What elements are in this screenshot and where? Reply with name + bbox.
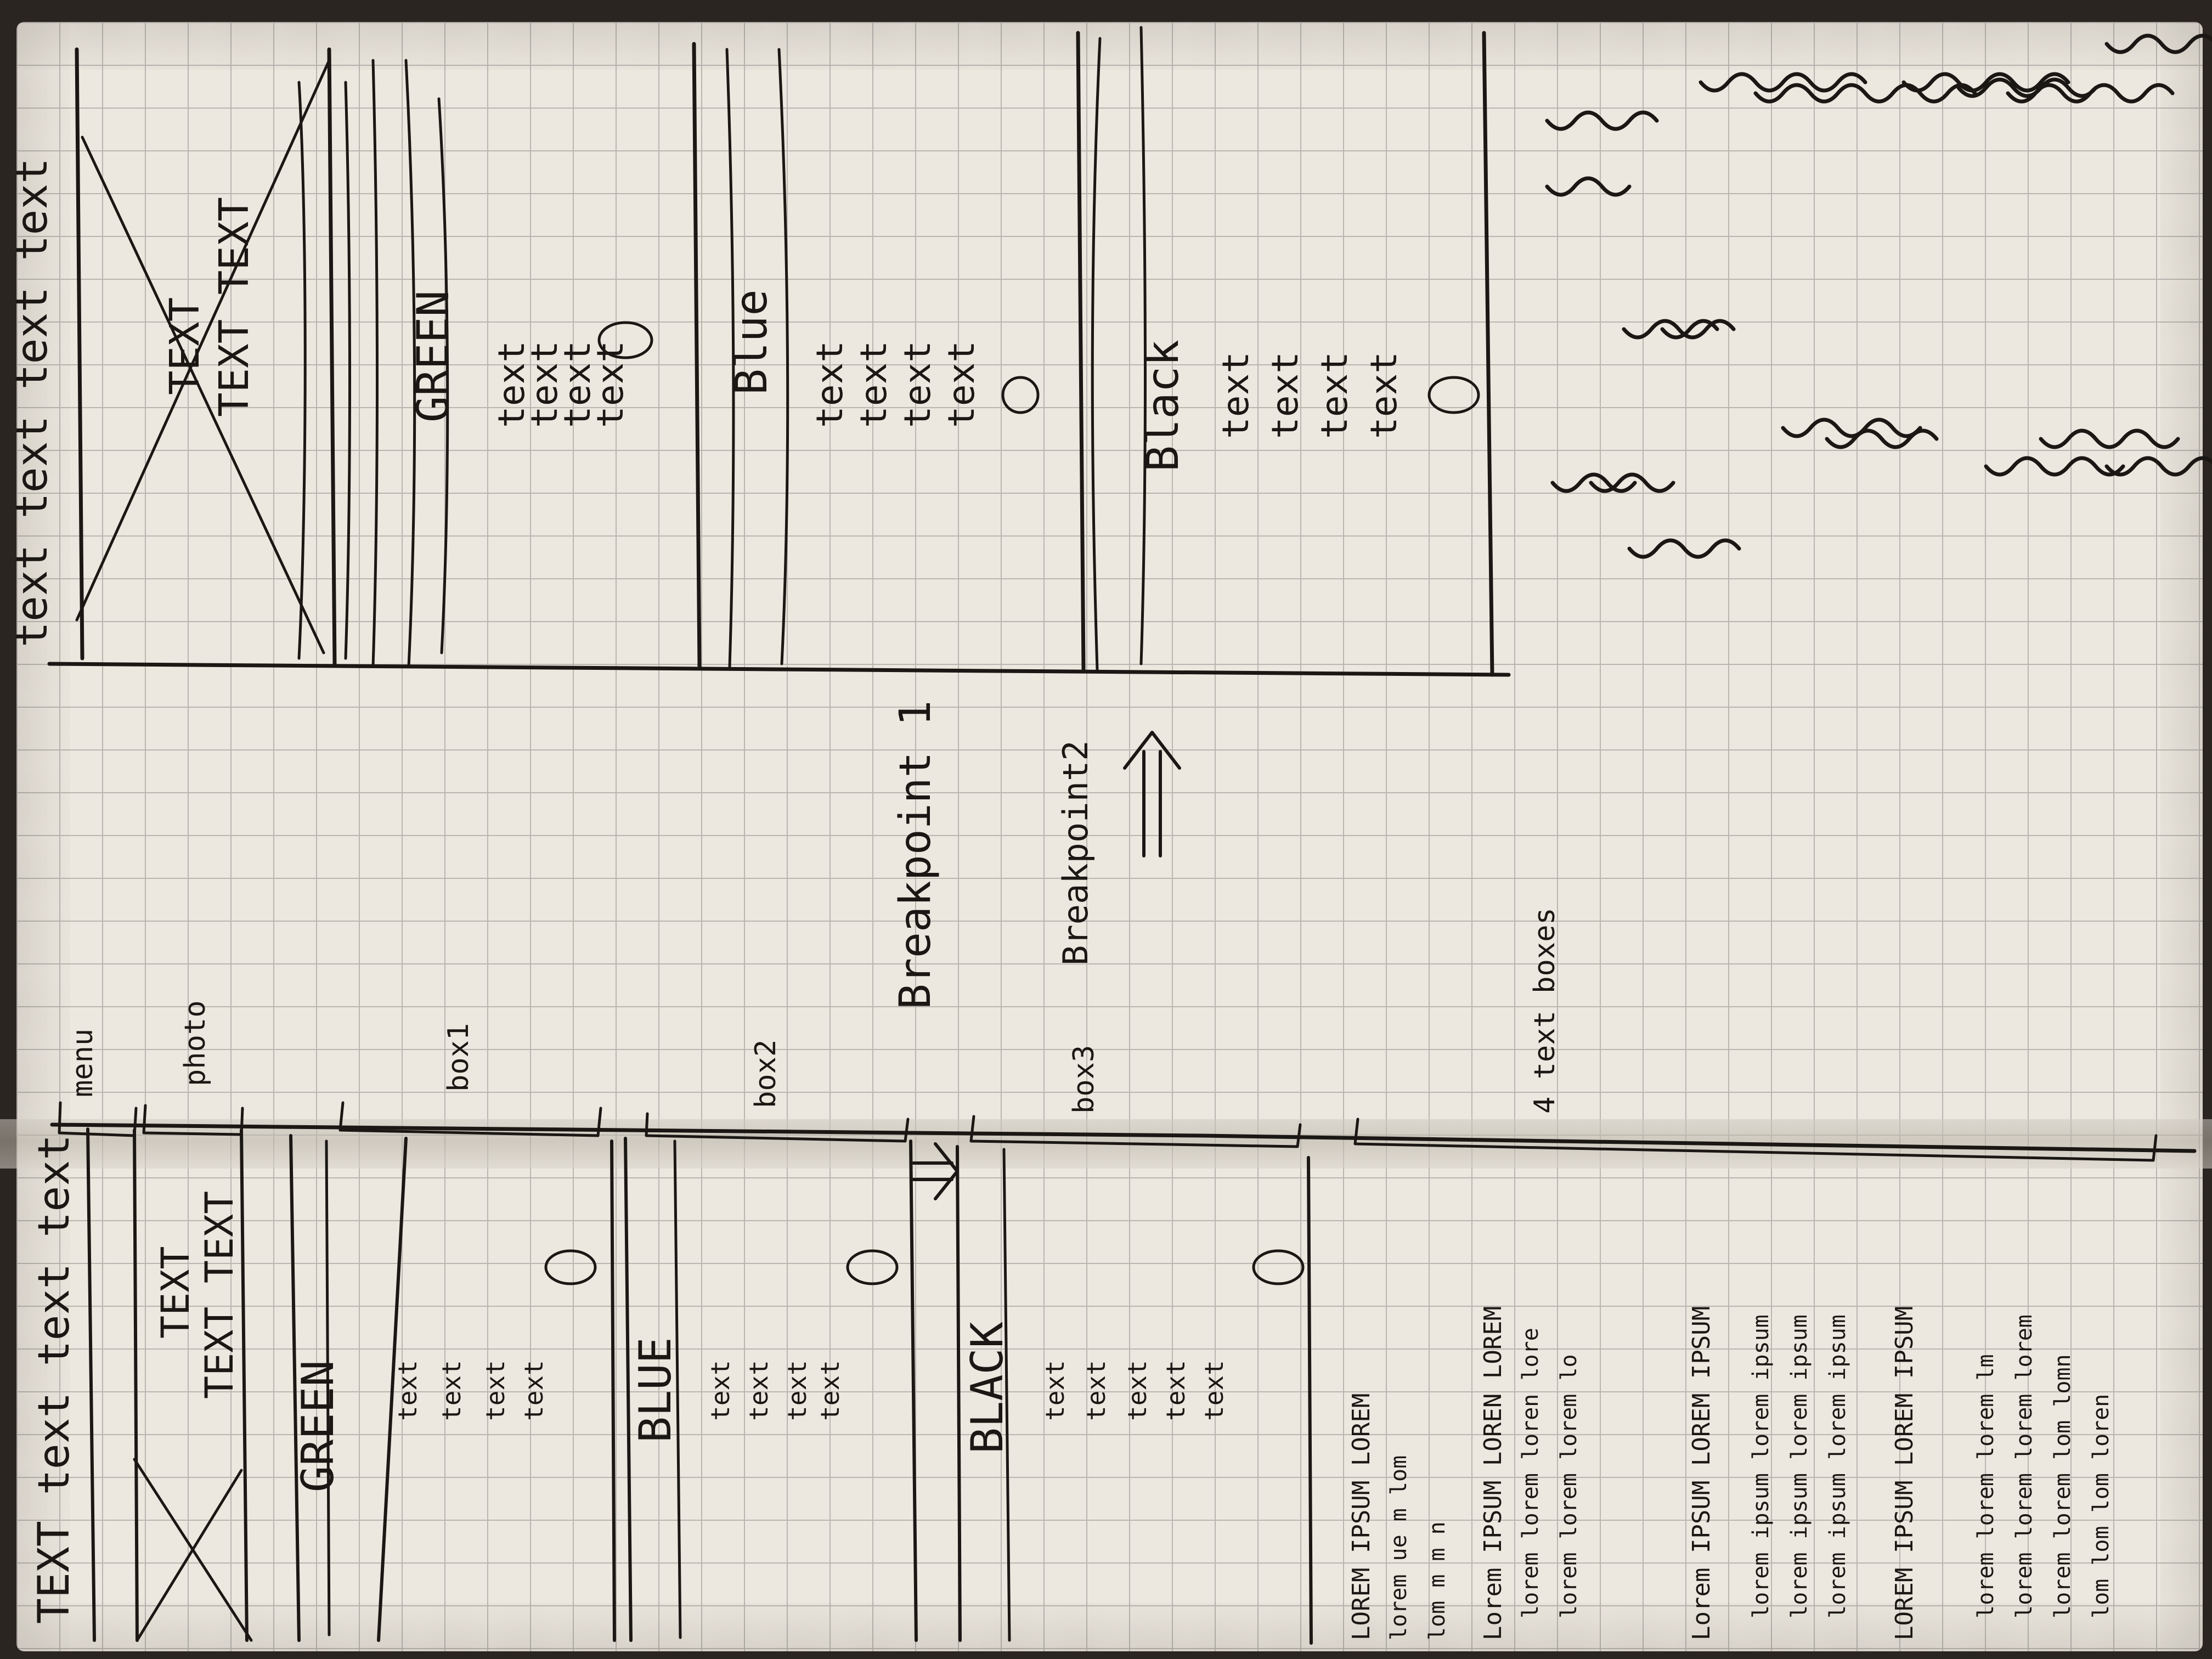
box3-title: BLACK — [962, 1322, 1013, 1454]
box3-item: text — [1122, 1360, 1152, 1421]
lorem-block-3-line: lorem ipsum lorem ipsum — [1787, 1314, 1812, 1618]
box1-title: GREEN — [292, 1360, 343, 1492]
box3-item: text — [1199, 1360, 1229, 1421]
box2-title: BLUE — [630, 1337, 681, 1443]
annotation-menu: menu — [66, 1028, 99, 1097]
wide-black-item: text — [1215, 352, 1257, 439]
box3-item: text — [1040, 1360, 1070, 1421]
annotation-breakpoint2: Breakpoint2 — [1056, 740, 1096, 966]
lorem-block-3-line: lorem ipsum lorem ipsum — [1825, 1314, 1850, 1618]
lorem-block-4-line: lorem lorem lorem lorem — [2012, 1314, 2037, 1618]
box3-item: text — [1161, 1360, 1190, 1421]
wide-photo-label-1: TEXT — [161, 297, 208, 395]
box1-item: text — [481, 1360, 510, 1421]
box2-item: text — [744, 1360, 774, 1421]
lorem-block-1-line: lorem ue m lom — [1386, 1455, 1412, 1640]
wide-photo-label-2: TEXT TEXT — [211, 197, 258, 417]
box1-item: text — [393, 1360, 422, 1421]
lorem-block-2-line: lorem lorem loren lore — [1518, 1328, 1543, 1618]
wide-black-item: text — [1264, 352, 1306, 439]
box2-item: text — [815, 1360, 845, 1421]
annotation-box1: box1 — [442, 1023, 475, 1092]
box2-item: text — [706, 1360, 735, 1421]
wide-blue-item: text — [853, 341, 895, 428]
box2-item: text — [782, 1360, 812, 1421]
annotation-breakpoint1: Breakpoint 1 — [891, 700, 940, 1009]
box1-item: text — [519, 1360, 549, 1421]
wide-black-item: text — [1313, 352, 1356, 439]
lorem-block-3-line: lorem ipsum lorem ipsum — [1748, 1314, 1774, 1618]
mobile-photo-label-1: TEXT — [153, 1246, 198, 1339]
lorem-block-4-line: lom lom lom loren — [2089, 1393, 2114, 1618]
annotation-box3: box3 — [1068, 1045, 1101, 1114]
lorem-block-3-title: Lorem IPSUM LOREM IPSUM — [1688, 1306, 1716, 1640]
lorem-block-1-line: lom m m n — [1425, 1521, 1450, 1640]
lorem-block-4-line: lorem lorem lom lomn — [2050, 1354, 2075, 1618]
annotation-box2: box2 — [749, 1039, 782, 1108]
wide-green-title: GREEN — [408, 290, 459, 422]
wide-black-item: text — [1363, 352, 1405, 439]
box1-item: text — [437, 1360, 466, 1421]
lorem-block-4-title: LOREM IPSUM LOREM IPSUM — [1891, 1306, 1918, 1640]
wide-green-item: text — [589, 341, 631, 428]
lorem-block-4-line: lorem lorem lorem lm — [1973, 1354, 1999, 1618]
wide-blue-item: text — [940, 341, 983, 428]
mobile-header-text: TEXT text text text — [30, 1134, 79, 1624]
lorem-block-2-line: lorem lorem lorem lo — [1556, 1354, 1582, 1618]
box3-item: text — [1081, 1360, 1111, 1421]
wide-header-text: text text text text — [8, 157, 57, 647]
lorem-block-1-title: LOREM IPSUM LOREM — [1347, 1393, 1375, 1640]
annotation-text-boxes: 4 text boxes — [1528, 907, 1561, 1114]
wide-blue-item: text — [896, 341, 939, 428]
annotation-photo: photo — [179, 1000, 212, 1086]
wide-blue-item: text — [809, 341, 851, 428]
mobile-photo-label-2: TEXT TEXT — [197, 1190, 242, 1399]
notebook-spine — [0, 1119, 2212, 1169]
wide-blue-title: Blue — [726, 289, 777, 395]
lorem-block-2-title: Lorem IPSUM LOREN LOREM — [1479, 1306, 1507, 1640]
wide-black-title: Black — [1137, 340, 1188, 472]
